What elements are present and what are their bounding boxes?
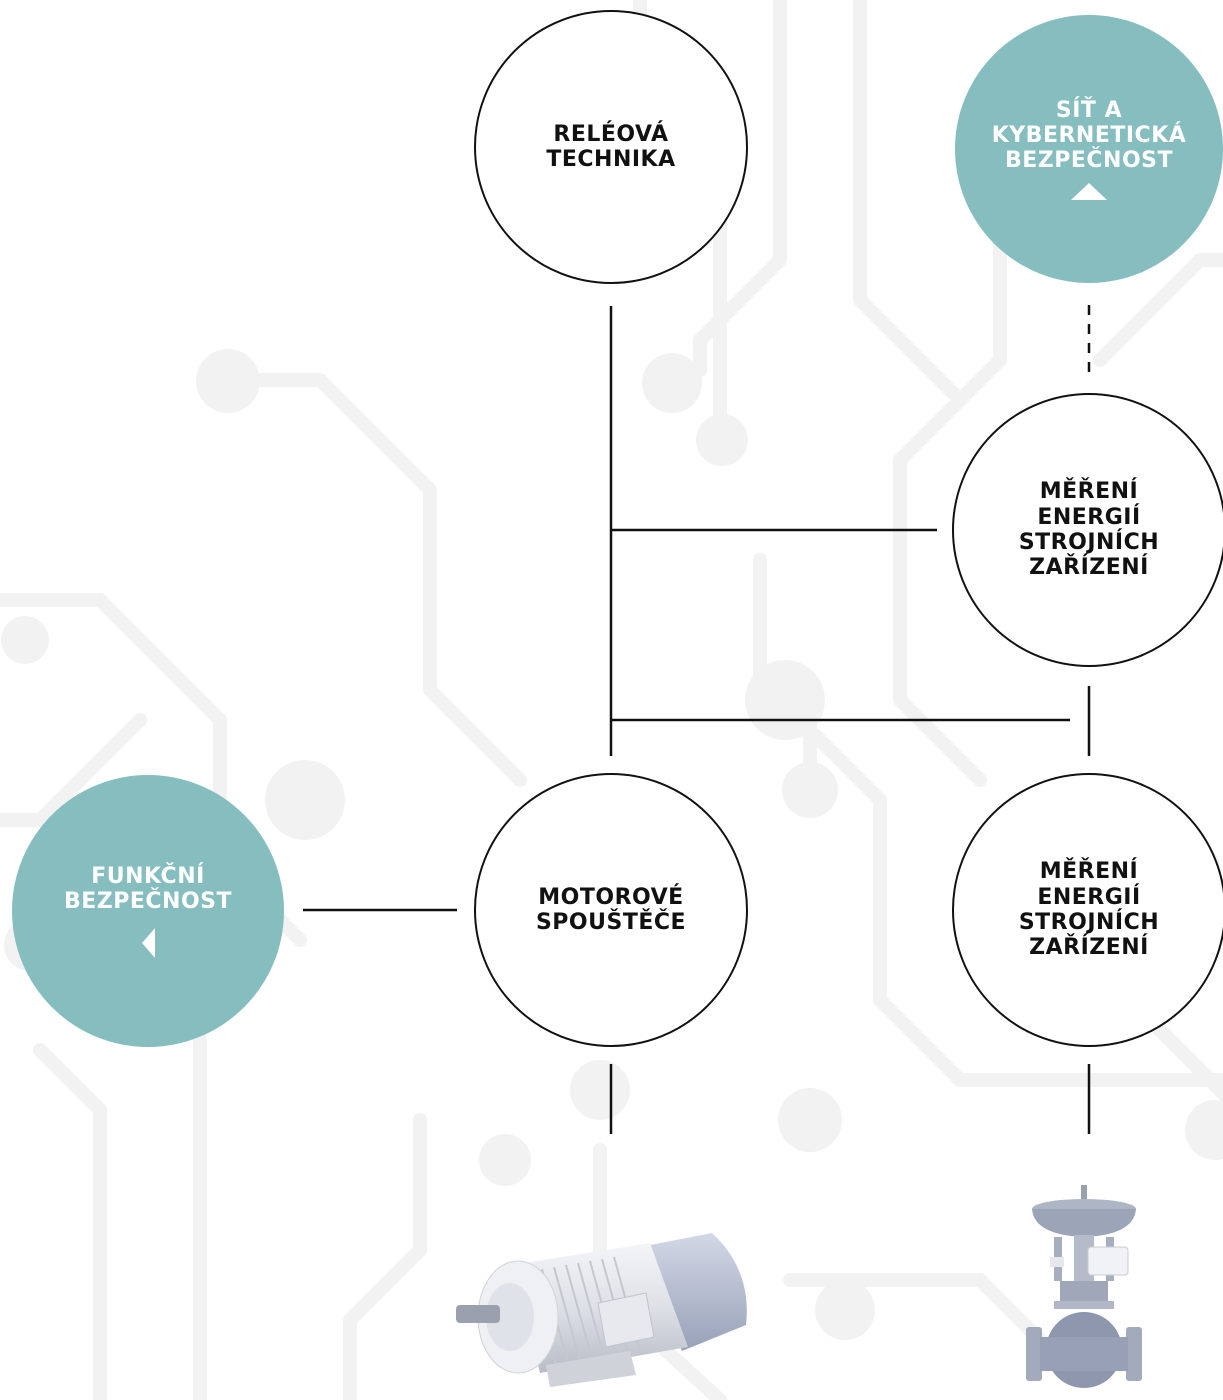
control-valve-icon bbox=[1026, 1185, 1142, 1388]
node-label: RELÉOVÁ TECHNIKA bbox=[546, 121, 676, 172]
triangle-up-icon bbox=[1071, 183, 1107, 201]
triangle-left-icon bbox=[141, 928, 155, 959]
node-mereni-energii-1[interactable]: MĚŘENÍ ENERGIÍ STROJNÍCH ZAŘÍZENÍ bbox=[952, 393, 1223, 667]
electric-motor-icon bbox=[456, 1233, 747, 1387]
node-releova-technika[interactable]: RELÉOVÁ TECHNIKA bbox=[474, 10, 748, 284]
node-label: MĚŘENÍ ENERGIÍ STROJNÍCH ZAŘÍZENÍ bbox=[1018, 859, 1160, 961]
node-sit-kyberneticka-bezpecnost[interactable]: SÍŤ A KYBERNETICKÁ BEZPEČNOST bbox=[955, 15, 1223, 283]
node-mereni-energii-2[interactable]: MĚŘENÍ ENERGIÍ STROJNÍCH ZAŘÍZENÍ bbox=[952, 773, 1223, 1047]
node-label: MOTOROVÉ SPOUŠTĚČE bbox=[535, 884, 687, 935]
node-motorove-spoustece[interactable]: MOTOROVÉ SPOUŠTĚČE bbox=[474, 773, 748, 1047]
node-label: MĚŘENÍ ENERGIÍ STROJNÍCH ZAŘÍZENÍ bbox=[1018, 479, 1160, 581]
node-funkcni-bezpecnost[interactable]: FUNKČNÍ BEZPEČNOST bbox=[12, 775, 284, 1047]
node-label: FUNKČNÍ BEZPEČNOST bbox=[63, 863, 232, 914]
node-label: SÍŤ A KYBERNETICKÁ BEZPEČNOST bbox=[991, 97, 1187, 174]
